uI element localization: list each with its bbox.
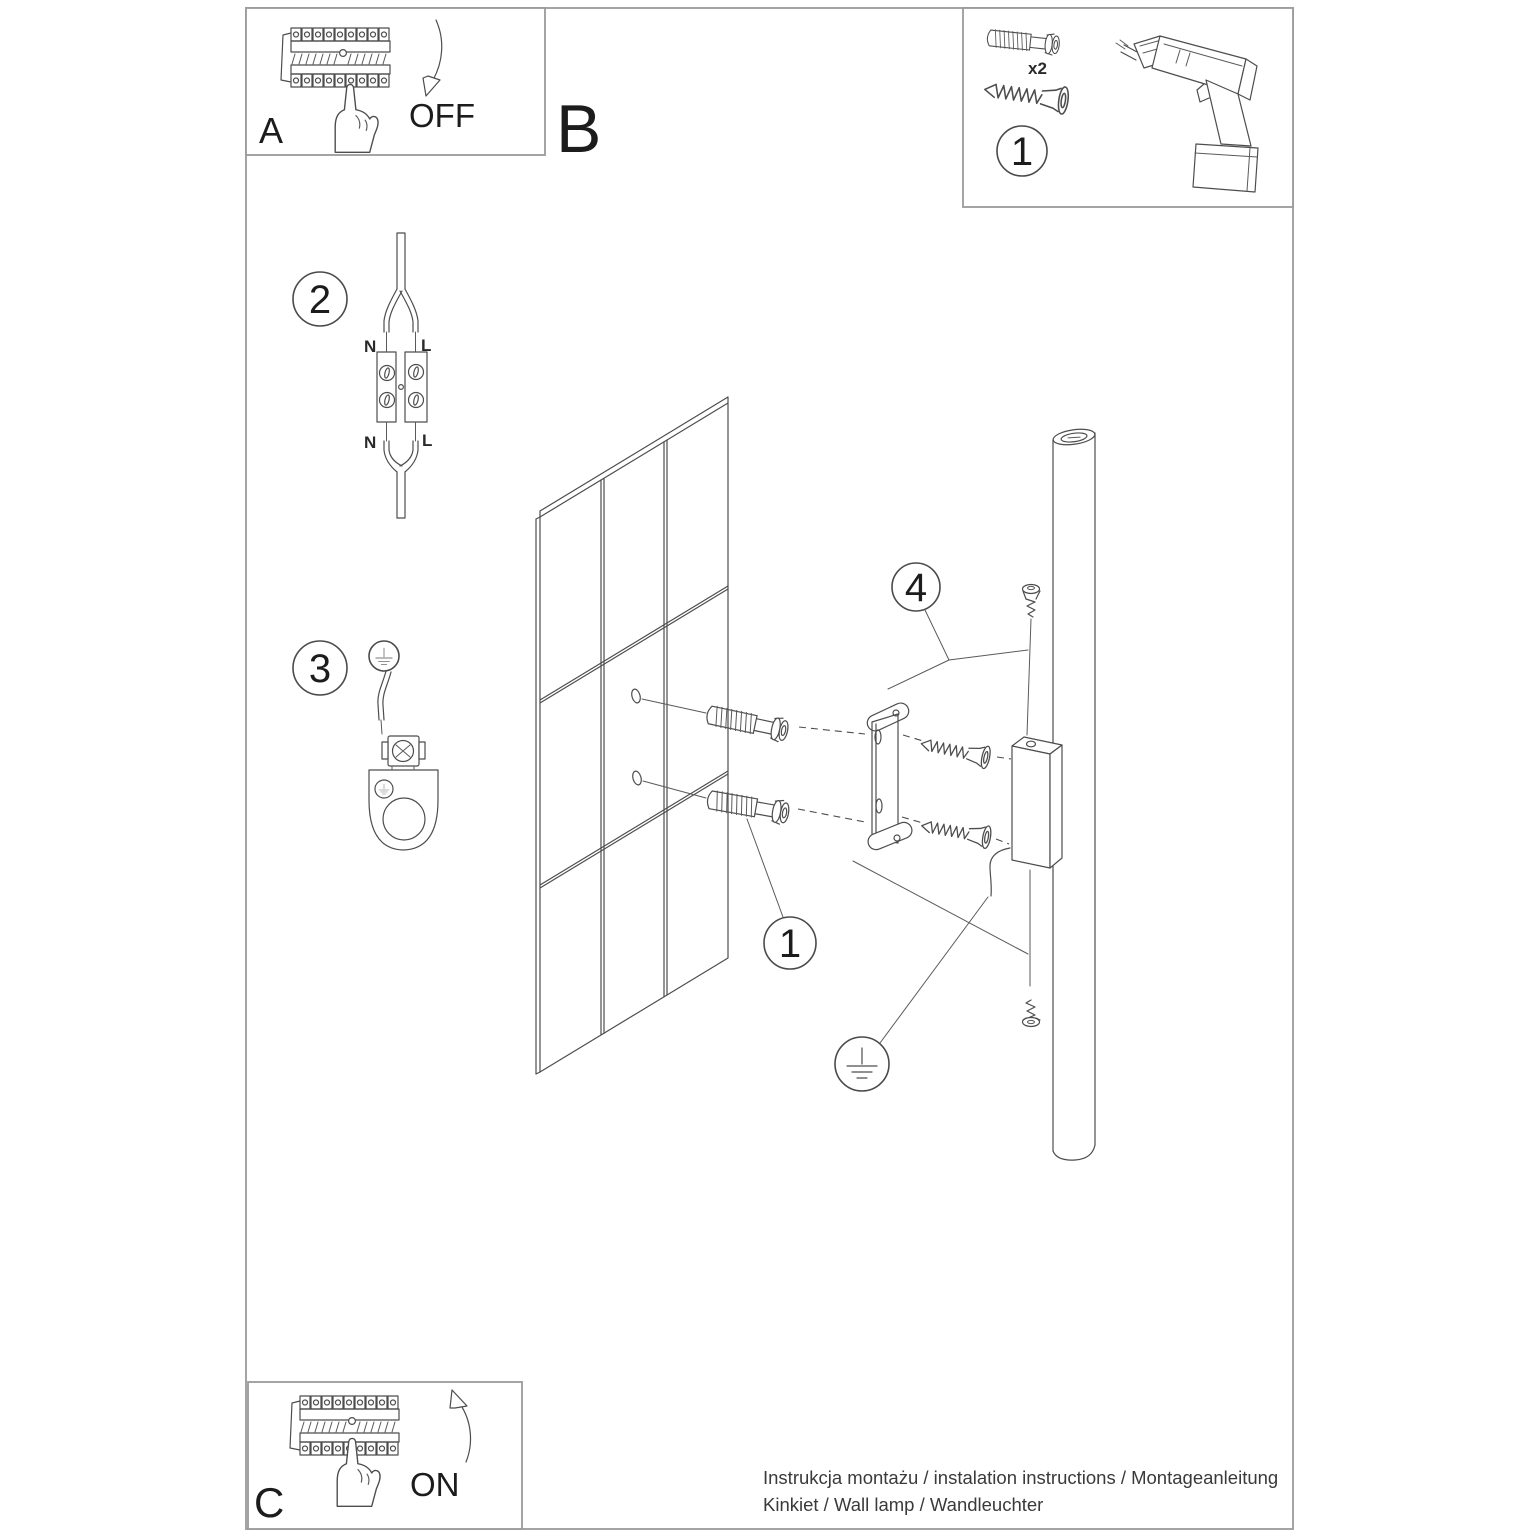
arrow-down-icon [422,19,443,97]
housing-screw-top-icon [1021,583,1041,736]
mounting-callout-4: 4 [891,562,941,612]
svg-text:3: 3 [309,647,331,691]
page-border [245,7,1294,1530]
label-l-top: L [421,336,431,355]
ground-step: 3 [292,640,439,851]
tools-callout-1: 1 [996,125,1048,177]
section-b-label: B [556,91,601,167]
housing-screw-bottom-icon [1021,999,1041,1028]
panel-c-power-on: C ON [247,1381,523,1530]
lamp-tube [1052,428,1096,1161]
anchor-quantity-label: x2 [1028,59,1047,78]
footer: Instrukcja montażu / instalation instruc… [763,1467,1278,1515]
ground-leader [879,896,989,1044]
svg-text:4: 4 [905,566,927,610]
label-n-top: N [364,337,376,356]
terminal-block [376,351,428,423]
footer-line-1: Instrukcja montażu / instalation instruc… [763,1467,1278,1488]
svg-text:1: 1 [1011,130,1033,174]
hole-leader-lines [641,698,707,799]
ground-wire [377,670,392,721]
mounting-plate [368,765,439,851]
ground-symbol-icon [368,640,400,672]
ground-wire-hook [989,847,1011,897]
callout-4-leaders [852,609,1029,955]
label-n-bottom: N [364,433,376,452]
cable-join-bottom [383,421,419,519]
label-l-bottom: L [422,431,432,450]
svg-text:1: 1 [779,922,801,966]
lamp-wall-housing [1011,736,1063,869]
panel-a-power-off: A OFF [245,7,546,156]
tools-panel: x2 1 [962,7,1294,208]
ground-clamp [381,735,426,767]
cable-split-top [383,232,419,353]
wall-tiles [535,396,729,1075]
drill-hole-bottom [632,770,642,786]
wiring-callout-2: 2 [292,271,348,327]
power-on-label: ON [410,1466,460,1503]
wiring-step: 2 N L N L [292,232,432,519]
svg-text:2: 2 [309,278,331,322]
ground-symbol-main-icon [834,1036,890,1092]
drill-icon [1115,35,1259,193]
footer-line-2: Kinkiet / Wall lamp / Wandleuchter [763,1494,1043,1515]
ground-callout-3: 3 [292,640,348,696]
arrow-up-icon [449,1389,472,1463]
panel-c-label: C [254,1479,284,1526]
power-off-label: OFF [409,97,475,134]
anchors-callout-1: 1 [763,916,817,970]
drill-hole-top [631,688,641,704]
panel-a-label: A [259,110,283,151]
mounting-bracket [866,702,913,851]
callout-1-leader [746,818,784,918]
main-assembly-diagram: 4 1 [535,396,1096,1161]
